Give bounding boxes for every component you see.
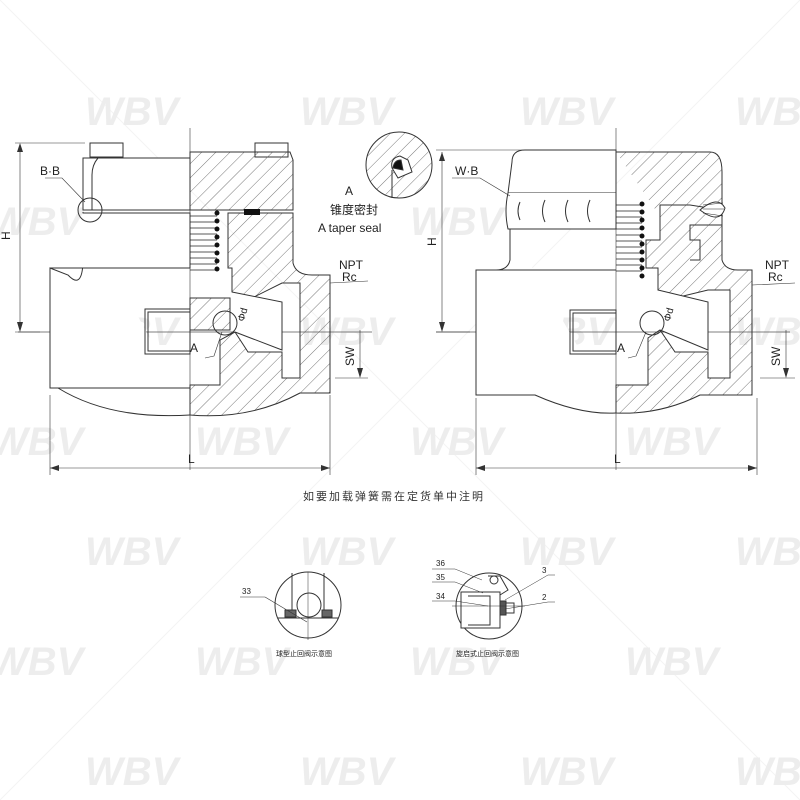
right-npt-label: NPT <box>765 258 790 272</box>
right-rc-label: Rc <box>768 270 783 284</box>
left-bb-label: B·B <box>40 164 60 178</box>
ball-part-33: 33 <box>242 587 251 596</box>
right-valve-drawing <box>436 128 796 475</box>
swing-part-2: 2 <box>542 593 547 602</box>
right-a-label: A <box>617 341 625 355</box>
swing-part-34: 34 <box>436 592 445 601</box>
swing-check-detail <box>432 568 555 640</box>
ball-detail-caption: 球型止回阀示意图 <box>276 649 332 658</box>
left-npt-label: NPT <box>339 258 364 272</box>
left-rc-label: Rc <box>342 270 357 284</box>
right-sw-label: SW <box>769 346 783 366</box>
swing-part-36: 36 <box>436 559 445 568</box>
swing-part-3: 3 <box>542 566 547 575</box>
left-valve-drawing <box>15 128 372 475</box>
left-a-label: A <box>190 341 198 355</box>
detail-a-title-cn: 锥度密封 <box>330 202 378 217</box>
left-l-label: L <box>188 452 195 466</box>
left-sw-label: SW <box>343 346 357 366</box>
right-wb-label: W·B <box>455 164 478 178</box>
left-h-label: H <box>0 231 13 240</box>
detail-a-title-en: A taper seal <box>318 221 381 235</box>
right-bore-label: Φd <box>662 307 676 323</box>
left-bore-label: Φd <box>236 307 250 323</box>
ball-check-detail <box>240 571 342 640</box>
spring-order-note: 如要加载弹簧需在定货单中注明 <box>303 490 485 503</box>
swing-part-35: 35 <box>436 573 445 582</box>
right-l-label: L <box>614 452 621 466</box>
detail-a-drawing <box>365 131 433 199</box>
detail-a-label: A <box>345 184 353 198</box>
right-h-label: H <box>425 237 439 246</box>
swing-detail-caption: 旋启式止回阀示意图 <box>456 649 519 658</box>
